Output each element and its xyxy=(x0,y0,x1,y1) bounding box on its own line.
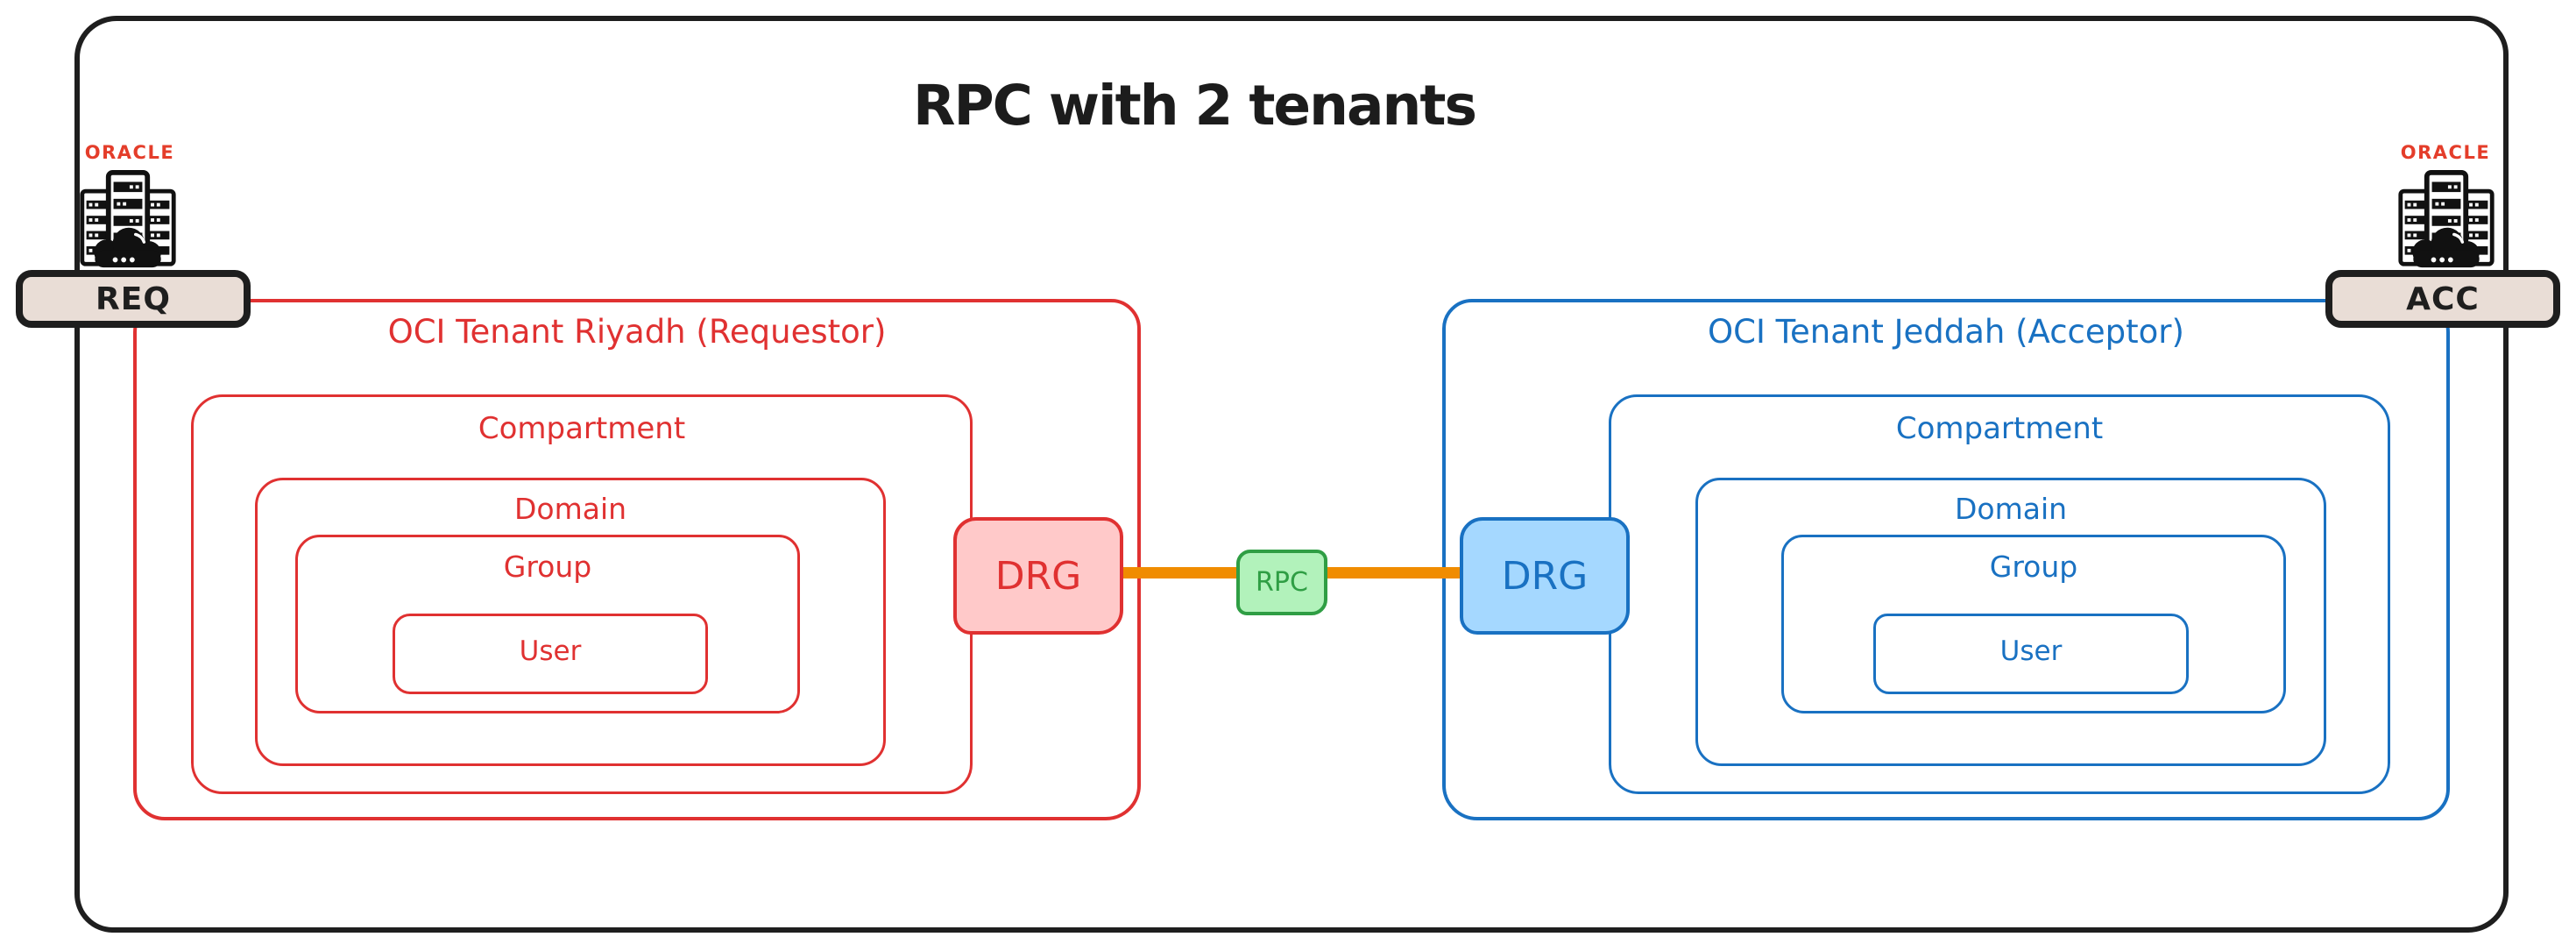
right-compartment-label: Compartment xyxy=(1895,411,2104,446)
oracle-wordmark-left: ORACLE xyxy=(84,142,175,163)
rpc-node: RPC xyxy=(1236,550,1327,615)
page-title: RPC with 2 tenants xyxy=(913,74,1477,138)
outer-container-box xyxy=(74,16,2509,933)
right-tenant-box: OCI Tenant Jeddah (Acceptor) xyxy=(1442,299,2450,820)
datacenter-cloud-icon-left xyxy=(77,168,179,272)
right-drg-node: DRG xyxy=(1460,517,1630,635)
acceptor-badge: ACC xyxy=(2325,270,2560,328)
left-tenant-box: OCI Tenant Riyadh (Requestor) xyxy=(133,299,1141,820)
requestor-badge-label: REQ xyxy=(96,280,171,317)
right-user-box: User xyxy=(1873,614,2189,694)
left-user-box: User xyxy=(393,614,708,694)
left-group-box: Group xyxy=(295,535,800,713)
left-domain-label: Domain xyxy=(513,492,627,526)
left-drg-label: DRG xyxy=(994,553,1082,599)
left-compartment-label: Compartment xyxy=(478,411,686,446)
right-domain-label: Domain xyxy=(1954,492,2068,526)
rpc-label: RPC xyxy=(1256,567,1308,598)
left-group-label: Group xyxy=(503,550,592,584)
right-drg-label: DRG xyxy=(1501,553,1589,599)
right-user-label: User xyxy=(1999,635,2063,667)
left-drg-node: DRG xyxy=(953,517,1123,635)
right-domain-box: Domain xyxy=(1695,478,2326,766)
right-group-box: Group xyxy=(1781,535,2286,713)
left-domain-box: Domain xyxy=(255,478,886,766)
acceptor-badge-label: ACC xyxy=(2406,280,2480,317)
right-tenant-label: OCI Tenant Jeddah (Acceptor) xyxy=(1708,313,2184,351)
datacenter-cloud-icon-right xyxy=(2396,168,2497,272)
oracle-wordmark-right: ORACLE xyxy=(2400,142,2491,163)
right-group-label: Group xyxy=(1989,550,2078,584)
left-user-label: User xyxy=(519,635,582,667)
left-tenant-label: OCI Tenant Riyadh (Requestor) xyxy=(387,313,887,351)
requestor-badge: REQ xyxy=(16,270,251,328)
